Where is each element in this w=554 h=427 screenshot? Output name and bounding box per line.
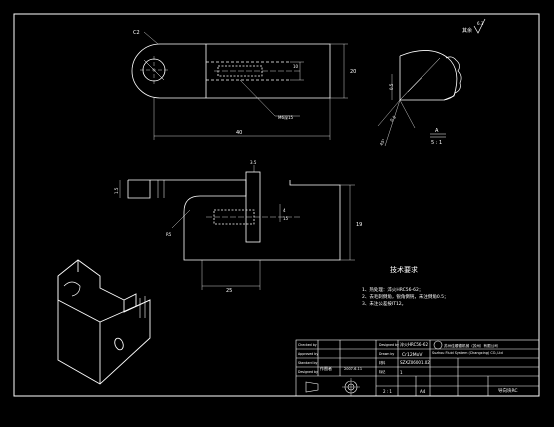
title-block xyxy=(295,339,540,397)
tech-item-2: 2、去毛刺倒角，锐角倒钝，未注倒角0.5； xyxy=(362,293,449,300)
front-dim-slot-a: 4 xyxy=(283,208,286,213)
company-en: Suzhou Fluid System (Changxing) CO.,Ltd xyxy=(432,351,503,355)
front-dim-left: 1.5 xyxy=(114,187,119,194)
material-value: Cr12MoV xyxy=(402,352,423,358)
roughness-value: 6.3 xyxy=(477,21,484,26)
drawing-number: SZXZ06001.02 xyxy=(400,360,430,365)
sheet-size: A4 xyxy=(420,389,426,394)
row-designed: Designed by xyxy=(298,370,318,374)
tech-item-3: 3、未注公差按IT12。 xyxy=(362,300,406,307)
quantity: 1 xyxy=(400,370,403,375)
detail-view xyxy=(377,50,462,147)
top-view xyxy=(131,31,348,140)
scale: 2 : 1 xyxy=(383,389,392,394)
material-label: 材料 xyxy=(379,360,386,365)
row-checked: Checked by xyxy=(298,343,317,347)
front-dim-right: 19 xyxy=(356,222,362,228)
top-thread-note: M6深15 xyxy=(278,114,294,120)
detail-dim-depth: 0.5 xyxy=(389,83,394,90)
row-drawn: Drawn by xyxy=(379,352,394,356)
isometric-view xyxy=(57,259,151,385)
detail-dim-angle: 45° xyxy=(379,138,387,147)
section-scale: 5 : 1 xyxy=(431,140,442,146)
front-radius: R5 xyxy=(166,232,172,237)
design-date: 2007-6-11 xyxy=(344,367,362,371)
top-hole-callout: C2 xyxy=(133,30,140,36)
front-dim-bottom: 25 xyxy=(226,288,232,294)
detail-dim-chamfer: 0.5 xyxy=(389,114,397,122)
sheet-border xyxy=(13,13,540,397)
section-label: A xyxy=(435,128,439,134)
tech-requirements: 技术要求 1、热处理：淬火HRC56-62； 2、去毛刺倒角，锐角倒钝，未注倒角… xyxy=(362,265,449,307)
tech-item-1: 1、热处理：淬火HRC56-62； xyxy=(362,286,423,293)
row-designed-r: Designed by xyxy=(379,343,399,347)
top-dim-height: 20 xyxy=(350,69,356,75)
front-dim-top: 3.5 xyxy=(250,160,257,165)
top-dim-width: 40 xyxy=(236,130,242,136)
roughness-label: 其余 xyxy=(462,27,472,34)
company-cn: 苏州佳顺德机械（苏州）有限公司 xyxy=(444,343,498,348)
front-dim-slot-b: 15 xyxy=(283,216,289,221)
top-dim-slot: 10 xyxy=(293,64,299,69)
row-standard: Standard by xyxy=(298,361,318,365)
tech-title: 技术要求 xyxy=(390,265,418,274)
mark-label: 标记 xyxy=(379,369,386,374)
heat-treatment: 淬火HRC56-62 xyxy=(400,341,428,347)
front-view xyxy=(119,165,355,290)
title-block-text: Checked by Approved by Standard by Desig… xyxy=(298,341,518,394)
designer-name: 作图者 xyxy=(320,365,332,371)
roughness-symbol: 其余 6.3 xyxy=(462,18,486,34)
part-name: 导向块RC xyxy=(498,387,518,394)
row-approved: Approved by xyxy=(298,352,318,356)
